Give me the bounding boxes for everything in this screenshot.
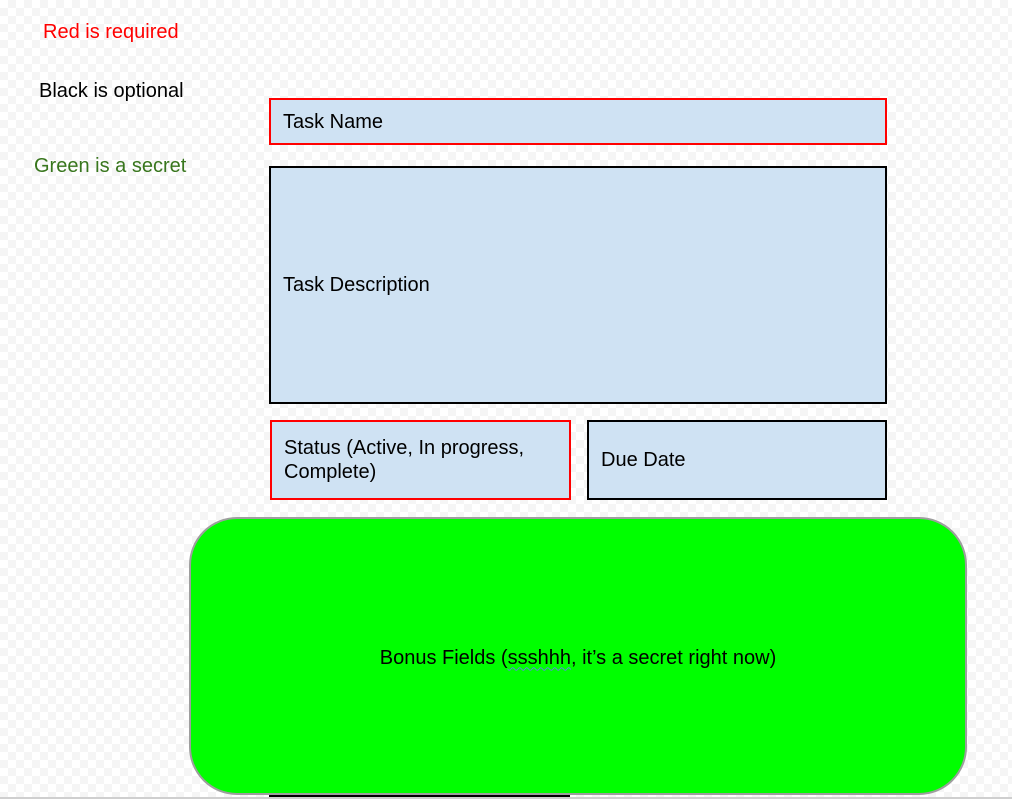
task-description-label: Task Description [283,274,430,296]
legend-secret-label: Green is a secret [34,155,187,177]
task-description-field[interactable]: Task Description [269,166,887,404]
legend-required-label: Red is required [43,21,179,43]
legend-optional-label: Black is optional [39,80,184,102]
bonus-prefix-text: Bonus Fields ( [379,646,508,669]
task-name-field[interactable]: Task Name [269,98,887,145]
due-date-label: Due Date [601,449,686,471]
status-field[interactable]: Status (Active, In progress, Complete) [270,420,571,500]
task-name-label: Task Name [283,110,384,133]
bonus-suffix-text: , it’s a secret right now) [570,646,777,669]
misspelled-word: ssshhh [507,646,571,669]
due-date-field[interactable]: Due Date [587,420,887,500]
status-label: Status (Active, In progress, Complete) [284,437,525,483]
bottom-divider [269,795,570,798]
bonus-fields-label: Bonus Fields (ssshhh, it’s a secret righ… [380,647,776,670]
bonus-fields-box[interactable]: Bonus Fields (ssshhh, it’s a secret righ… [189,517,967,795]
page-edge [0,797,1012,799]
